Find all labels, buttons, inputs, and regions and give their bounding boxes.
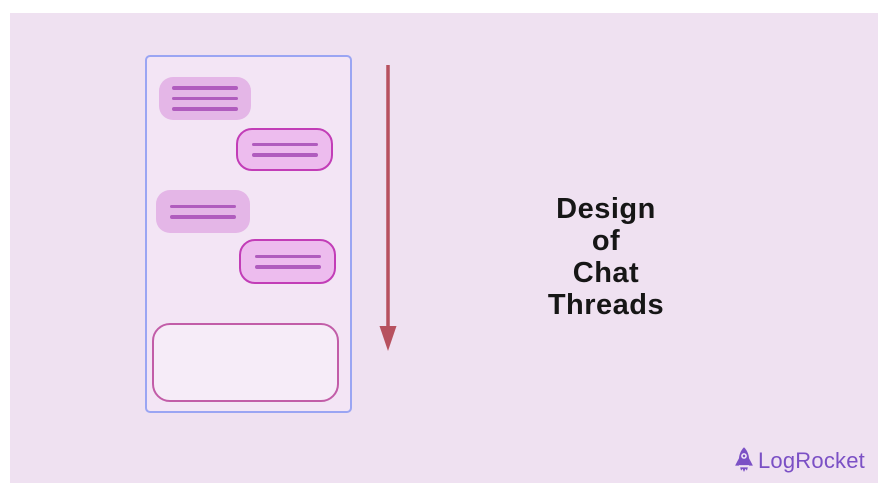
chat-bubble-right-2: [239, 239, 336, 284]
brand-name: LogRocket: [758, 448, 865, 473]
title-line: Chat: [572, 257, 640, 289]
message-text-line: [251, 142, 318, 146]
message-text-line: [172, 107, 238, 111]
down-arrow-icon: [379, 65, 397, 351]
chat-bubble-left-2: [156, 190, 250, 233]
chat-bubble-right-1: [236, 128, 333, 171]
title-line: Threads: [547, 289, 665, 321]
chat-window: [145, 55, 352, 413]
slide-canvas: Design of Chat Threads LogRocket: [10, 13, 878, 483]
message-input-box: [152, 323, 339, 402]
message-text-line: [172, 86, 238, 90]
message-text-line: [254, 265, 321, 269]
title-line: Design: [556, 193, 656, 225]
title-line: of: [591, 225, 621, 257]
message-text-line: [254, 254, 321, 258]
message-text-line: [251, 153, 318, 157]
logrocket-logo: LogRocket: [733, 446, 865, 476]
message-text-line: [170, 204, 236, 208]
slide-title: Design of Chat Threads: [456, 193, 756, 321]
message-text-line: [172, 96, 238, 101]
message-text-line: [170, 215, 236, 219]
rocket-icon: [735, 447, 753, 472]
chat-bubble-left-1: [159, 77, 251, 120]
